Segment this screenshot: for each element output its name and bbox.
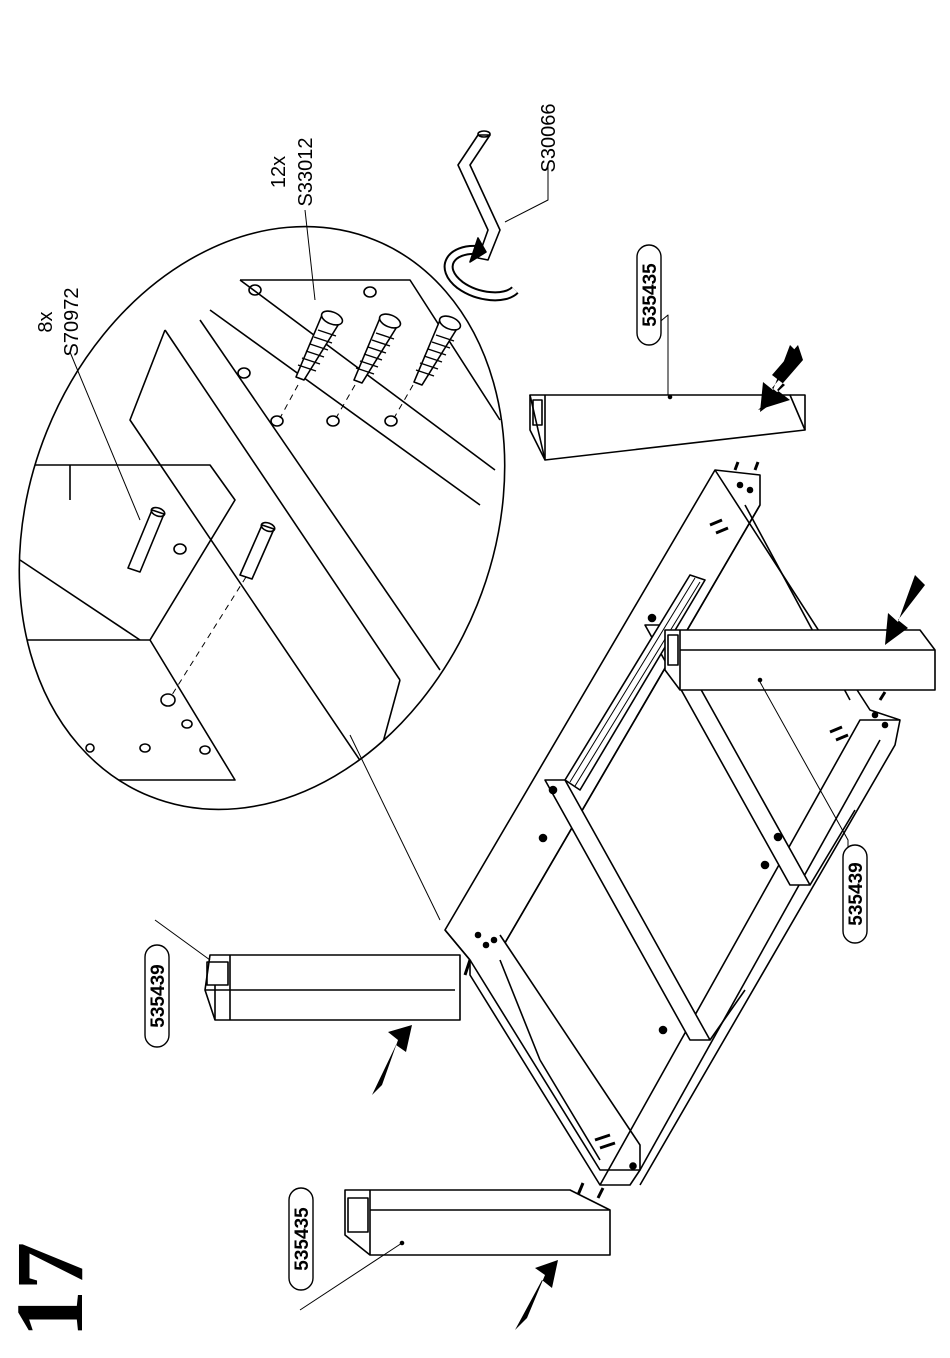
allen-key-icon [458, 131, 548, 260]
detail-beam-edge-top [165, 330, 400, 680]
arrow-icon [372, 1025, 412, 1095]
label-leader [300, 1243, 402, 1310]
rotate-arrow-icon [449, 238, 515, 296]
dowel-code: S70972 [61, 288, 83, 357]
leg-top-right-code: 535435 [640, 263, 661, 327]
dowel-leader [70, 352, 140, 520]
screw-quantity: 12x [268, 156, 290, 188]
bed-frame [445, 462, 900, 1198]
step-number: 17 [0, 1242, 103, 1338]
dowel-quantity: 8x [35, 311, 57, 332]
leg-bottom-left-code: 535435 [292, 1207, 313, 1271]
leg-bottom-left [345, 1190, 610, 1255]
leg-right-middle [665, 630, 935, 690]
dowel-icon [128, 506, 166, 572]
screw-icon [354, 311, 402, 383]
arrow-icon [515, 1260, 558, 1330]
dowel-icon [240, 521, 276, 579]
detail-magnifier [0, 153, 589, 883]
allen-key-code: S30066 [538, 104, 560, 173]
screw-code: S33012 [295, 138, 317, 207]
leg-right-middle-code: 535439 [846, 862, 867, 925]
screw-leader [305, 210, 315, 300]
leg-left-middle-code: 535439 [148, 964, 169, 1027]
magnifier-link-line [350, 735, 440, 920]
hole [249, 285, 261, 295]
leg-left-middle [205, 955, 460, 1020]
screw-icon [296, 308, 344, 380]
detail-ellipse-outline [0, 153, 589, 883]
